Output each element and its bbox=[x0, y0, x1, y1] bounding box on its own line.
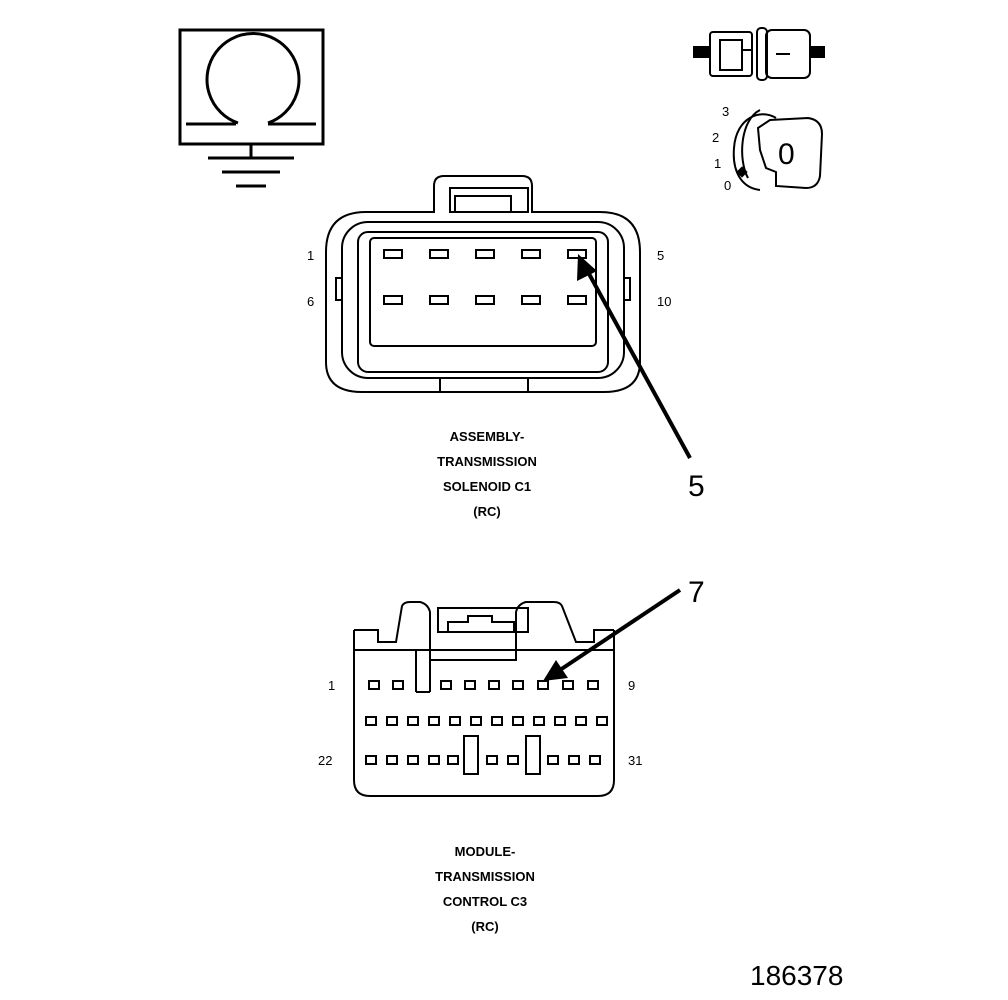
c1-caption-line-2: TRANSMISSION bbox=[437, 454, 537, 469]
c3-caption-line-3: CONTROL C3 bbox=[443, 894, 527, 909]
c1-pin-7 bbox=[429, 295, 449, 305]
c3-callout-arrow: 7 bbox=[543, 576, 705, 681]
connector-c3: 1 9 22 31 bbox=[318, 601, 642, 797]
c3-caption-line-4: (RC) bbox=[471, 919, 498, 934]
c1-pin-8 bbox=[475, 295, 495, 305]
c1-pin-4 bbox=[521, 249, 541, 259]
c1-caption-line-3: SOLENOID C1 bbox=[443, 479, 531, 494]
c1-pin-label-1: 1 bbox=[307, 248, 314, 263]
c3-pin bbox=[365, 755, 377, 765]
c3-pin-label-22: 22 bbox=[318, 753, 332, 768]
c3-pin bbox=[568, 755, 580, 765]
c1-pin-2 bbox=[429, 249, 449, 259]
c3-pin bbox=[491, 716, 503, 726]
c1-pin-label-5: 5 bbox=[657, 248, 664, 263]
c1-pin-10 bbox=[567, 295, 587, 305]
c3-pin bbox=[392, 680, 404, 690]
c1-caption-line-4: (RC) bbox=[473, 504, 500, 519]
c1-pin-1 bbox=[383, 249, 403, 259]
key-position-2: 2 bbox=[712, 130, 719, 145]
connector-plug-icon bbox=[693, 27, 825, 81]
key-position-0: 0 bbox=[724, 178, 731, 193]
c3-pin bbox=[447, 755, 459, 765]
c3-pin bbox=[533, 716, 545, 726]
c3-pin bbox=[537, 680, 549, 690]
c3-pin bbox=[596, 716, 608, 726]
key-position-3: 3 bbox=[722, 104, 729, 119]
c3-pin-label-31: 31 bbox=[628, 753, 642, 768]
connector-c1: 1 5 6 10 bbox=[307, 175, 671, 393]
ignition-key-icon: 3 2 1 0 0 bbox=[712, 104, 824, 193]
c3-cavities bbox=[365, 680, 608, 765]
c1-callout-arrow: 5 bbox=[577, 254, 705, 503]
key-position-1: 1 bbox=[714, 156, 721, 171]
c3-pin bbox=[464, 680, 476, 690]
c3-pin bbox=[512, 680, 524, 690]
c3-pin bbox=[507, 755, 519, 765]
c1-callout-number: 5 bbox=[688, 470, 705, 503]
c3-pin bbox=[407, 716, 419, 726]
figure-number: 186378 bbox=[750, 960, 843, 991]
c1-caption-line-1: ASSEMBLY- bbox=[450, 429, 525, 444]
c3-callout-number: 7 bbox=[688, 576, 705, 609]
c3-pin bbox=[512, 716, 524, 726]
c1-pin-3 bbox=[475, 249, 495, 259]
c3-pin bbox=[428, 755, 440, 765]
c3-caption-line-1: MODULE- bbox=[455, 844, 516, 859]
c1-pin-9 bbox=[521, 295, 541, 305]
c1-pin-label-10: 10 bbox=[657, 294, 671, 309]
c3-pin bbox=[562, 680, 574, 690]
c3-pin bbox=[488, 680, 500, 690]
c3-pin-label-1: 1 bbox=[328, 678, 335, 693]
c3-pin bbox=[449, 716, 461, 726]
c3-pin bbox=[386, 755, 398, 765]
c3-pin bbox=[587, 680, 599, 690]
c3-pin bbox=[428, 716, 440, 726]
c3-caption-line-2: TRANSMISSION bbox=[435, 869, 535, 884]
c3-pin-label-9: 9 bbox=[628, 678, 635, 693]
c3-pin bbox=[407, 755, 419, 765]
key-label: 0 bbox=[778, 138, 795, 171]
c3-pin bbox=[589, 755, 601, 765]
c3-pin bbox=[486, 755, 498, 765]
c1-caption: ASSEMBLY- TRANSMISSION SOLENOID C1 (RC) bbox=[437, 429, 537, 519]
c3-pin bbox=[386, 716, 398, 726]
c3-pin bbox=[440, 680, 452, 690]
c3-pin bbox=[575, 716, 587, 726]
c3-pin bbox=[554, 716, 566, 726]
c1-pin-5 bbox=[567, 249, 587, 259]
c1-cavities bbox=[383, 249, 587, 305]
c3-pin bbox=[547, 755, 559, 765]
ohmmeter-ground-icon bbox=[178, 28, 325, 188]
c3-pin bbox=[368, 680, 380, 690]
c3-pin bbox=[470, 716, 482, 726]
c3-caption: MODULE- TRANSMISSION CONTROL C3 (RC) bbox=[435, 844, 535, 934]
c1-pin-6 bbox=[383, 295, 403, 305]
c3-pin bbox=[365, 716, 377, 726]
c1-pin-label-6: 6 bbox=[307, 294, 314, 309]
